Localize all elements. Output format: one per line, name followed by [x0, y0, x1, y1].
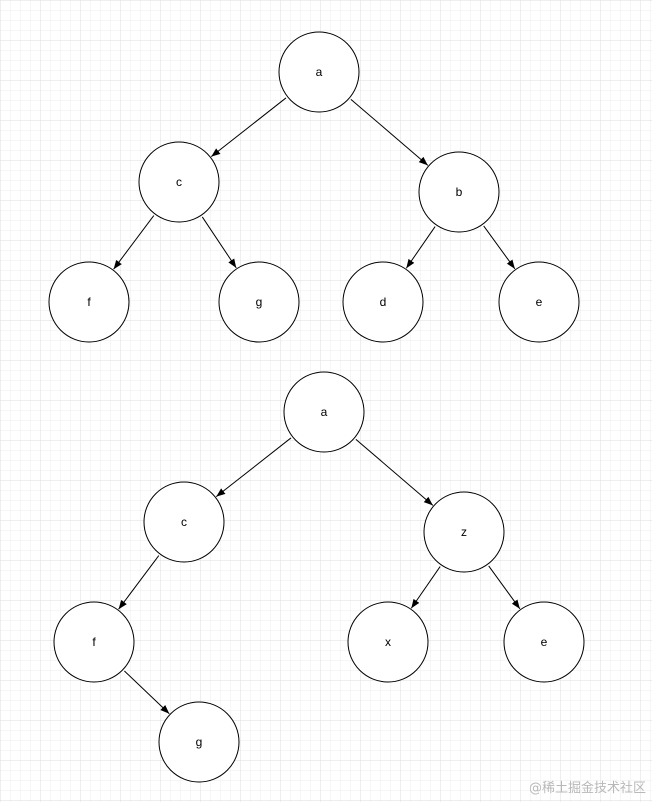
node-label: c [176, 175, 182, 189]
node-t2-z: z [423, 491, 505, 573]
node-label: f [87, 295, 91, 309]
node-label: g [256, 295, 263, 309]
node-label: g [196, 735, 203, 749]
node-circle [347, 601, 429, 683]
node-circle [48, 261, 130, 343]
arrow-t1-c-to-t1-f [113, 215, 155, 270]
node-t2-c: c [143, 481, 225, 563]
node-label: a [316, 65, 323, 79]
node-label: b [456, 185, 463, 199]
node-t2-g: g [158, 701, 240, 783]
node-t1-g: g [218, 261, 300, 343]
node-circle [138, 141, 220, 223]
node-circle [498, 261, 580, 343]
node-circle [218, 261, 300, 343]
node-circle [53, 601, 135, 683]
arrow-t1-b-to-t1-e [483, 225, 516, 270]
node-t2-a: a [283, 371, 365, 453]
arrow-t2-z-to-t2-e [488, 565, 521, 610]
node-circle [158, 701, 240, 783]
node-label: f [92, 635, 96, 649]
node-t1-e: e [498, 261, 580, 343]
node-label: z [461, 525, 467, 539]
arrow-t2-a-to-t2-c [215, 437, 292, 498]
node-t1-f: f [48, 261, 130, 343]
arrow-t2-z-to-t2-x [410, 566, 441, 609]
node-circle [342, 261, 424, 343]
node-label: d [380, 295, 387, 309]
node-t2-x: x [347, 601, 429, 683]
arrow-t1-b-to-t1-d [405, 226, 436, 269]
node-t1-d: d [342, 261, 424, 343]
node-t2-f: f [53, 601, 135, 683]
arrow-t2-c-to-t2-f [118, 555, 160, 610]
node-circle [278, 31, 360, 113]
arrow-t1-a-to-t1-b [350, 98, 429, 166]
node-circle [283, 371, 365, 453]
node-t1-b: b [418, 151, 500, 233]
node-label: a [321, 405, 328, 419]
node-circle [423, 491, 505, 573]
node-t2-e: e [503, 601, 585, 683]
node-t1-a: a [278, 31, 360, 113]
nodes-layer: a c b f g d e a c z f g x e [48, 31, 585, 783]
edges-layer [113, 97, 521, 715]
watermark-text: @稀土掘金技术社区 [528, 781, 646, 796]
node-circle [418, 151, 500, 233]
node-t1-c: c [138, 141, 220, 223]
arrow-t1-c-to-t1-g [201, 216, 237, 269]
node-circle [503, 601, 585, 683]
node-circle [143, 481, 225, 563]
node-label: e [536, 295, 543, 309]
node-label: e [541, 635, 548, 649]
node-label: x [385, 635, 391, 649]
node-label: c [181, 515, 187, 529]
arrow-t2-f-to-t2-g [124, 670, 170, 715]
arrow-t2-a-to-t2-z [355, 438, 434, 506]
arrow-t1-a-to-t1-c [210, 97, 287, 158]
